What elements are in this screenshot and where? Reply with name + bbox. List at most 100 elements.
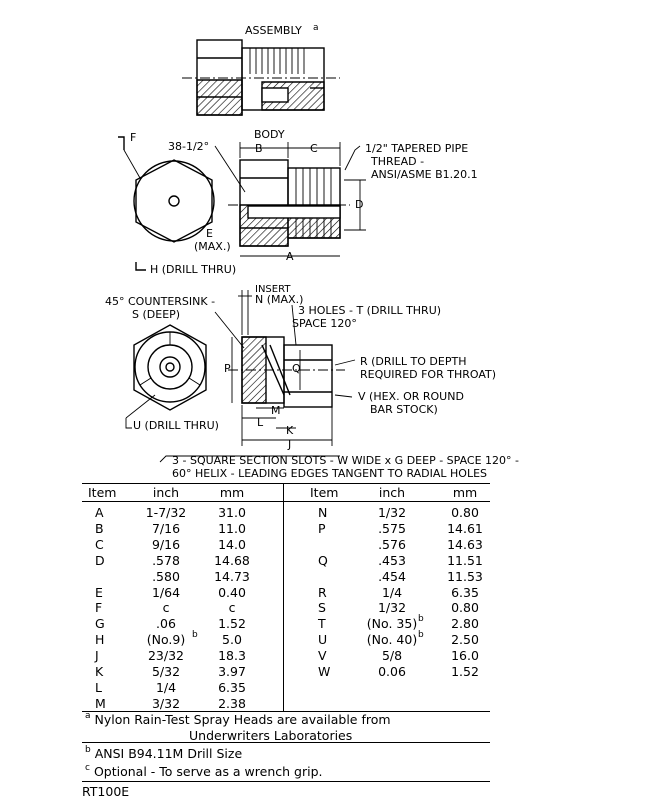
label-countersink-2: S (DEEP)	[132, 308, 180, 321]
note-a-text-2: Underwriters Laboratories	[189, 728, 353, 743]
technical-drawing: ASSEMBLY a BODY INSERT F 38-1/2° B C 1/2…	[105, 23, 519, 480]
cell-mm: 3.97	[218, 664, 246, 679]
cell-inch: 23/32	[147, 648, 185, 664]
cell-footnote-mark: b	[418, 614, 424, 625]
cell-inch: 7/16	[151, 520, 181, 536]
note-c-text: Optional - To serve as a wrench grip.	[93, 764, 323, 779]
table-divider	[283, 483, 284, 711]
header-mm-left: mm	[219, 485, 245, 500]
cell-mm: 31.0	[218, 505, 246, 520]
header-item-right: Item	[310, 485, 339, 500]
cell-footnote-mark: b	[418, 630, 424, 641]
label-V-1: V (HEX. OR ROUND	[358, 390, 464, 403]
header-inch-right: inch	[378, 485, 406, 500]
label-pipe-1: 1/2" TAPERED PIPE	[365, 142, 468, 155]
label-F: F	[130, 131, 136, 144]
label-P: P	[224, 362, 231, 375]
body-side-view	[214, 142, 366, 257]
cell-mm: 5.0	[222, 632, 242, 648]
cell-mm: c	[228, 600, 236, 616]
cell-inch: 1/32	[377, 505, 407, 520]
cell-item: F	[95, 600, 103, 616]
cell-inch: 5/32	[151, 664, 181, 679]
table-header-rule	[82, 501, 490, 502]
cell-inch: c	[162, 600, 170, 616]
table-bottom-rule	[82, 711, 490, 712]
cell-item: H	[95, 632, 105, 648]
note-b-mark: b	[85, 745, 91, 755]
note-c-mark: c	[85, 763, 90, 773]
label-L: L	[257, 416, 264, 429]
label-H: H (DRILL THRU)	[150, 263, 236, 276]
label-M: M	[271, 404, 281, 417]
cell-mm: 2.38	[218, 695, 246, 711]
cell-inch: 1/32	[377, 600, 407, 616]
cell-mm: 14.63	[447, 536, 483, 552]
cell-item: T	[318, 616, 326, 632]
cell-item: D	[95, 552, 105, 568]
label-A: A	[286, 250, 294, 263]
cell-mm: 2.50	[451, 632, 479, 648]
cell-inch: 9/16	[151, 536, 181, 552]
cell-mm: 11.53	[447, 568, 483, 584]
assembly-view	[182, 39, 340, 116]
header-inch-left: inch	[152, 485, 180, 500]
label-countersink-1: 45° COUNTERSINK -	[105, 295, 215, 308]
cell-inch: .454	[378, 568, 406, 584]
cell-item: E	[95, 584, 103, 600]
insert-end-view	[125, 324, 207, 429]
insert-side-view	[159, 290, 356, 463]
cell-item: M	[95, 695, 106, 711]
note-a-text: Nylon Rain-Test Spray Heads are availabl…	[94, 712, 391, 727]
cell-mm: 16.0	[451, 648, 479, 664]
label-D: D	[355, 198, 363, 211]
body-hex-end-view	[118, 136, 215, 271]
cell-mm: 6.35	[451, 584, 479, 600]
cell-inch: 5/8	[381, 648, 403, 664]
cell-mm: 11.0	[218, 520, 246, 536]
note-a-mark: a	[85, 711, 91, 721]
note-b: b ANSI B94.11M Drill Size	[85, 745, 243, 762]
note-b-text: ANSI B94.11M Drill Size	[94, 746, 243, 761]
header-item-left: Item	[88, 485, 117, 500]
label-holes-1: 3 HOLES - T (DRILL THRU)	[298, 304, 441, 317]
cell-item: C	[95, 536, 104, 552]
note-a: a Nylon Rain-Test Spray Heads are availa…	[85, 711, 391, 728]
cell-mm: 0.80	[451, 505, 479, 520]
cell-mm: 14.73	[214, 568, 250, 584]
cell-mm: 18.3	[218, 648, 246, 664]
cell-item: S	[318, 600, 326, 616]
cell-item: L	[95, 679, 102, 695]
cell-item: Q	[318, 552, 328, 568]
cell-inch: 1/64	[151, 584, 181, 600]
cell-item: P	[318, 520, 326, 536]
cell-mm: 1.52	[218, 616, 246, 632]
cell-item: U	[318, 632, 328, 648]
cell-mm: 1.52	[451, 664, 479, 679]
cell-mm: 6.35	[218, 679, 246, 695]
header-mm-right: mm	[452, 485, 478, 500]
label-R-2: REQUIRED FOR THROAT)	[360, 368, 496, 381]
label-Q: Q	[292, 362, 301, 375]
label-R-1: R (DRILL TO DEPTH	[360, 355, 466, 368]
notes-rule-2	[82, 781, 490, 782]
label-C: C	[310, 142, 318, 155]
cell-inch: .576	[378, 536, 406, 552]
cell-item: W	[318, 664, 331, 679]
cell-inch: (No. 35)	[366, 616, 418, 632]
cell-mm: 14.0	[218, 536, 246, 552]
label-angle: 38-1/2°	[168, 140, 209, 153]
cell-inch: .453	[378, 552, 406, 568]
label-pipe-3: ANSI/ASME B1.20.1	[371, 168, 478, 181]
cell-inch: (No.9)	[146, 632, 186, 648]
drawing-code: RT100E	[82, 784, 130, 799]
cell-footnote-mark: b	[192, 630, 198, 641]
label-slots-1: 3 - SQUARE SECTION SLOTS - W WIDE x G DE…	[172, 454, 519, 467]
table-top-rule	[82, 483, 490, 484]
cell-inch: 1/4	[381, 584, 403, 600]
cell-item: J	[95, 648, 99, 664]
cell-inch: 0.06	[378, 664, 406, 679]
cell-inch: .06	[156, 616, 176, 632]
cell-mm: 14.68	[214, 552, 250, 568]
cell-mm: 14.61	[447, 520, 483, 536]
